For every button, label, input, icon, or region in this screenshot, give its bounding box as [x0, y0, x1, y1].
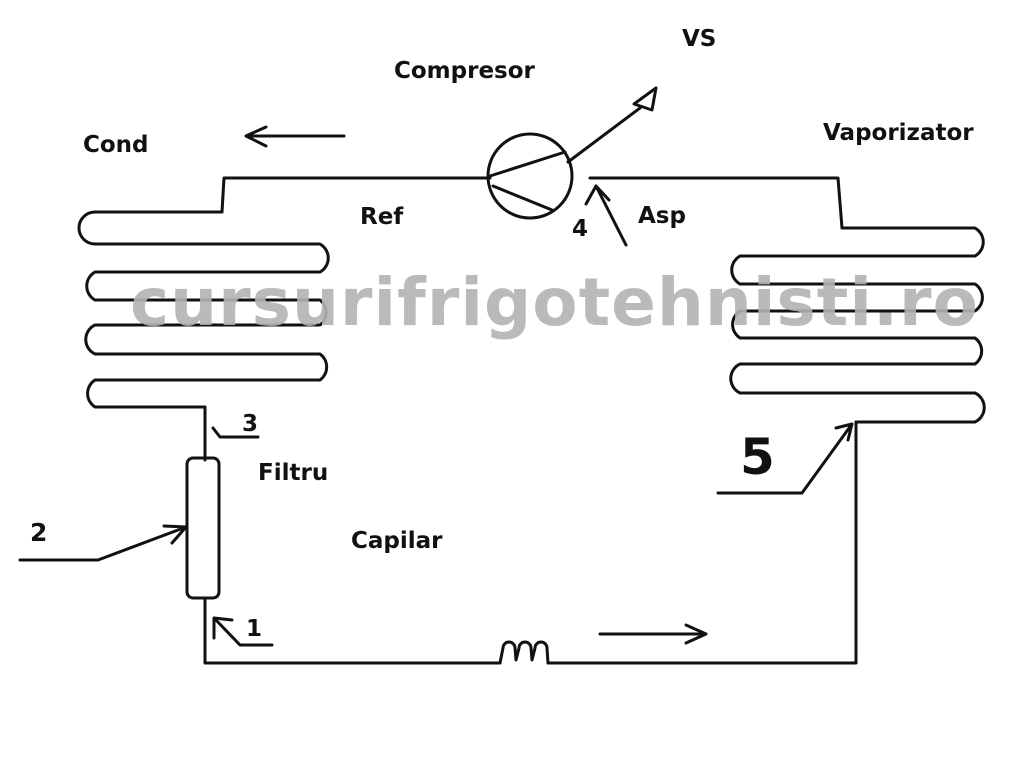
- label-filtru: Filtru: [258, 460, 329, 486]
- discharge-line: [93, 176, 492, 214]
- pointer-4: [584, 184, 628, 247]
- liquid-line: [203, 596, 502, 665]
- flow-arrow-right: [598, 623, 708, 645]
- compressor-symbol: [488, 150, 567, 212]
- label-cond: Cond: [83, 132, 149, 158]
- pointer-5: [716, 422, 854, 495]
- label-compresor: Compresor: [394, 58, 535, 84]
- label-capilar: Capilar: [351, 528, 443, 554]
- label-vs: VS: [682, 26, 717, 52]
- marker-1: 1: [246, 616, 263, 642]
- condenser-coil: [77, 210, 330, 462]
- flow-arrow-left: [244, 125, 346, 148]
- compressor-circle: [486, 132, 574, 220]
- label-vaporizator: Vaporizator: [823, 120, 974, 146]
- marker-5: 5: [740, 428, 775, 486]
- service-valve-arrow: [566, 86, 658, 164]
- watermark-text: cursurifrigotehnisti.ro: [130, 264, 979, 341]
- capillary-line: [546, 420, 858, 665]
- marker-2: 2: [30, 518, 48, 547]
- marker-4: 4: [572, 216, 589, 242]
- pointer-1: [212, 616, 274, 647]
- filter-drier: [185, 456, 221, 600]
- label-asp: Asp: [638, 203, 686, 229]
- capillary-coil: [498, 640, 550, 665]
- marker-3: 3: [242, 411, 259, 437]
- pointer-3: [211, 426, 260, 439]
- label-ref: Ref: [360, 204, 404, 230]
- evaporator-coil: [588, 176, 986, 424]
- pointer-2: [18, 524, 188, 562]
